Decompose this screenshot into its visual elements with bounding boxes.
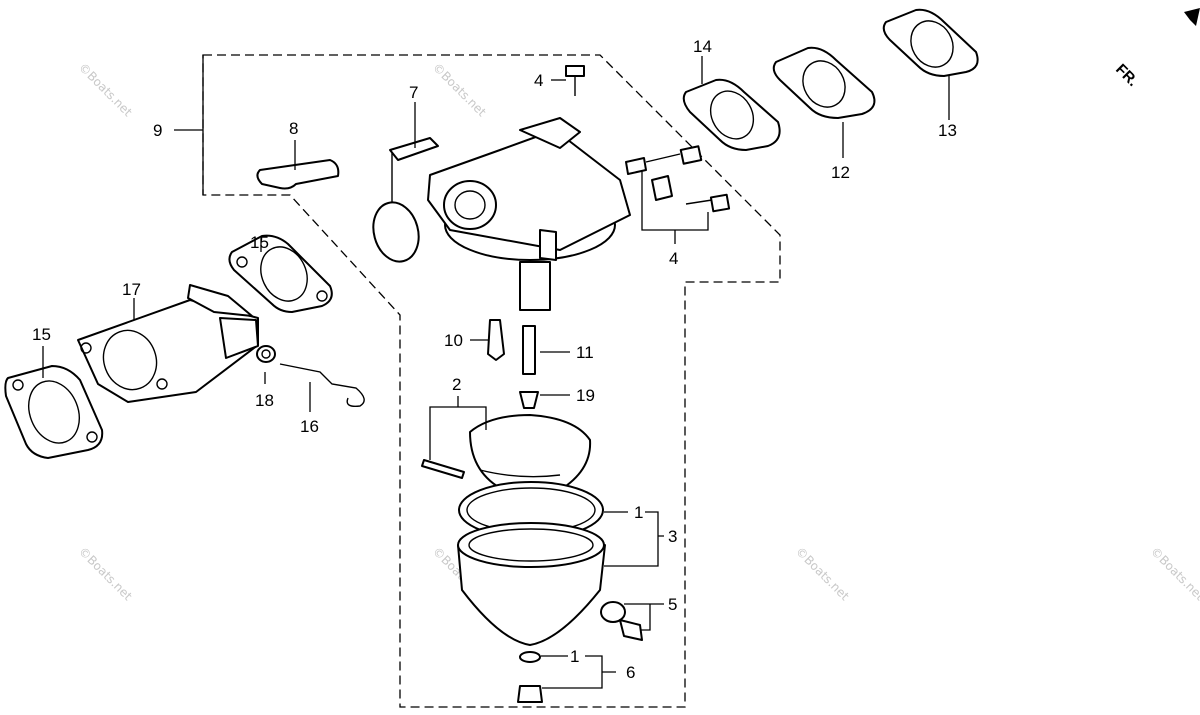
- callout-9: 9: [153, 121, 162, 140]
- collar-18: [256, 345, 276, 363]
- callout-16: 16: [300, 417, 319, 436]
- watermark: ©Boats.net: [430, 60, 489, 119]
- main-jet-19: [519, 391, 539, 409]
- gasket-13: [882, 8, 979, 77]
- callout-12: 12: [831, 163, 850, 182]
- callout-2: 2: [452, 375, 461, 394]
- callout-4: 4: [534, 71, 543, 90]
- callout-5: 5: [668, 595, 677, 614]
- callout-19: 19: [576, 386, 595, 405]
- drain-bolt-6: [517, 651, 543, 703]
- callout-18: 18: [255, 391, 274, 410]
- carburetor-body: [427, 117, 631, 311]
- callout-6: 6: [626, 663, 635, 682]
- float-valve-10: [487, 319, 505, 361]
- front-direction-marker: FR.: [1112, 8, 1200, 90]
- screw-4-top: [565, 65, 585, 96]
- spring-16: [279, 363, 365, 408]
- callout-11: 11: [576, 343, 594, 362]
- front-label: FR.: [1112, 61, 1141, 90]
- callout-10: 10: [444, 331, 463, 350]
- assembly-boundary: [202, 54, 781, 708]
- watermark: ©Boats.net: [1148, 544, 1200, 603]
- gasket-15-upper: [228, 234, 333, 313]
- choke-7: [372, 137, 439, 263]
- gasket-14: [682, 78, 781, 151]
- drain-screw-5: [600, 601, 643, 641]
- lever-8: [256, 159, 340, 190]
- watermark: ©Boats.net: [76, 60, 135, 119]
- callout-14: 14: [693, 37, 712, 56]
- watermark: ©Boats.net: [76, 544, 135, 603]
- main-nozzle-11: [522, 325, 536, 375]
- callout-3: 3: [668, 527, 677, 546]
- callout-1: 1: [570, 647, 579, 666]
- insulator-17: [77, 284, 259, 403]
- float-chamber-3: [457, 522, 606, 646]
- callout-15: 15: [32, 325, 51, 344]
- callout-15: 15: [250, 233, 269, 252]
- callout-7: 7: [409, 83, 418, 102]
- callout-13: 13: [938, 121, 957, 140]
- float-2: [421, 414, 592, 496]
- callout-8: 8: [289, 119, 298, 138]
- callout-1: 1: [634, 503, 643, 522]
- leader-lines: [42, 55, 950, 689]
- spacer-12: [772, 46, 876, 119]
- callout-17: 17: [122, 280, 141, 299]
- callout-4: 4: [669, 249, 678, 268]
- callouts: 9 8 7 4 14 12 13 15 4 17 15 10 11 2 19 1…: [32, 37, 957, 682]
- watermark: ©Boats.net: [793, 544, 852, 603]
- screws-4-right: [625, 145, 731, 213]
- gasket-15-left: [4, 365, 104, 459]
